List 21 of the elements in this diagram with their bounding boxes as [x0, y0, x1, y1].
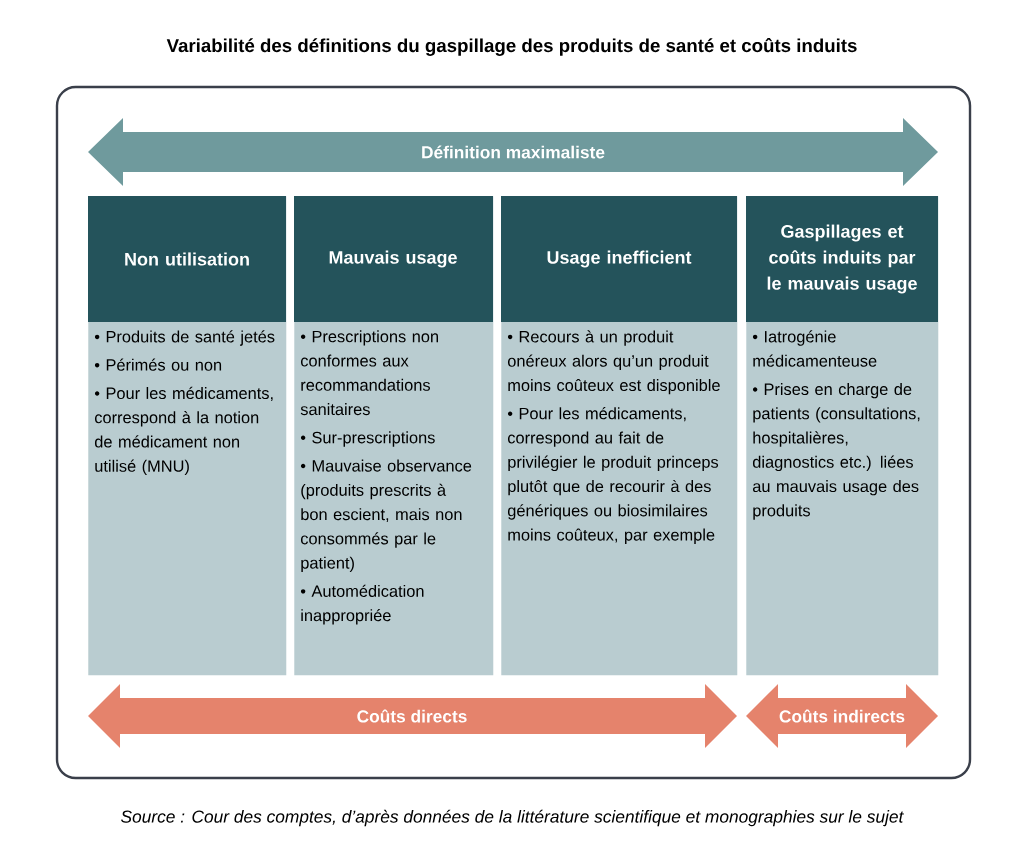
bullet-item: • Prises en charge de patients (consultations, hospitalières, diagnostics etc.) liées au mauvais usage des produits: [752, 383, 920, 520]
bullet-item: • Iatrogénie médicamenteuse: [752, 330, 877, 367]
bullet-item: • Automédication inappropriée: [300, 584, 424, 625]
column-box: [746, 196, 939, 676]
column-heading: Usage inefficient: [547, 250, 692, 268]
bullet-item: • Pour les médicaments, correspond à la notion de médicament non utilisé (MNU): [94, 386, 273, 476]
column-box: [88, 196, 287, 676]
column-box: [501, 196, 738, 676]
title: Variabilité des définitions du gaspillage des produits de santé et coûts induits: [166, 38, 857, 56]
column-heading: Gaspillages et coûts induits par le mauvais usage: [767, 224, 917, 294]
bullet-item: • Produits de santé jetés: [94, 330, 275, 346]
column-heading: Non utilisation: [125, 252, 249, 266]
column-box: [294, 196, 494, 676]
bullet-item: • Périmés ou non: [94, 358, 222, 371]
bullet-item: • Prescriptions non conformes aux recommandations sanitaires: [300, 330, 438, 416]
bullet-item: • Recours à un produit onéreux alors qu’un produit moins coûteux est disponible: [507, 330, 720, 395]
bullet-item: • Mauvaise observance (produits prescrits à bon escient, mais non consommés par le patient): [300, 459, 472, 572]
caption: Source : Cour des comptes, d’après données de la littérature scientifique et monographies sur le sujet: [121, 809, 904, 827]
column-heading: Mauvais usage: [329, 250, 457, 268]
bullet-item: • Sur-prescriptions: [300, 431, 435, 447]
bullet-item: • Pour les médicaments, correspond au fait de privilégier le produit princeps plutôt que de recourir à des génériques ou biosimilaires moins coûteux, par exemple: [507, 407, 719, 544]
